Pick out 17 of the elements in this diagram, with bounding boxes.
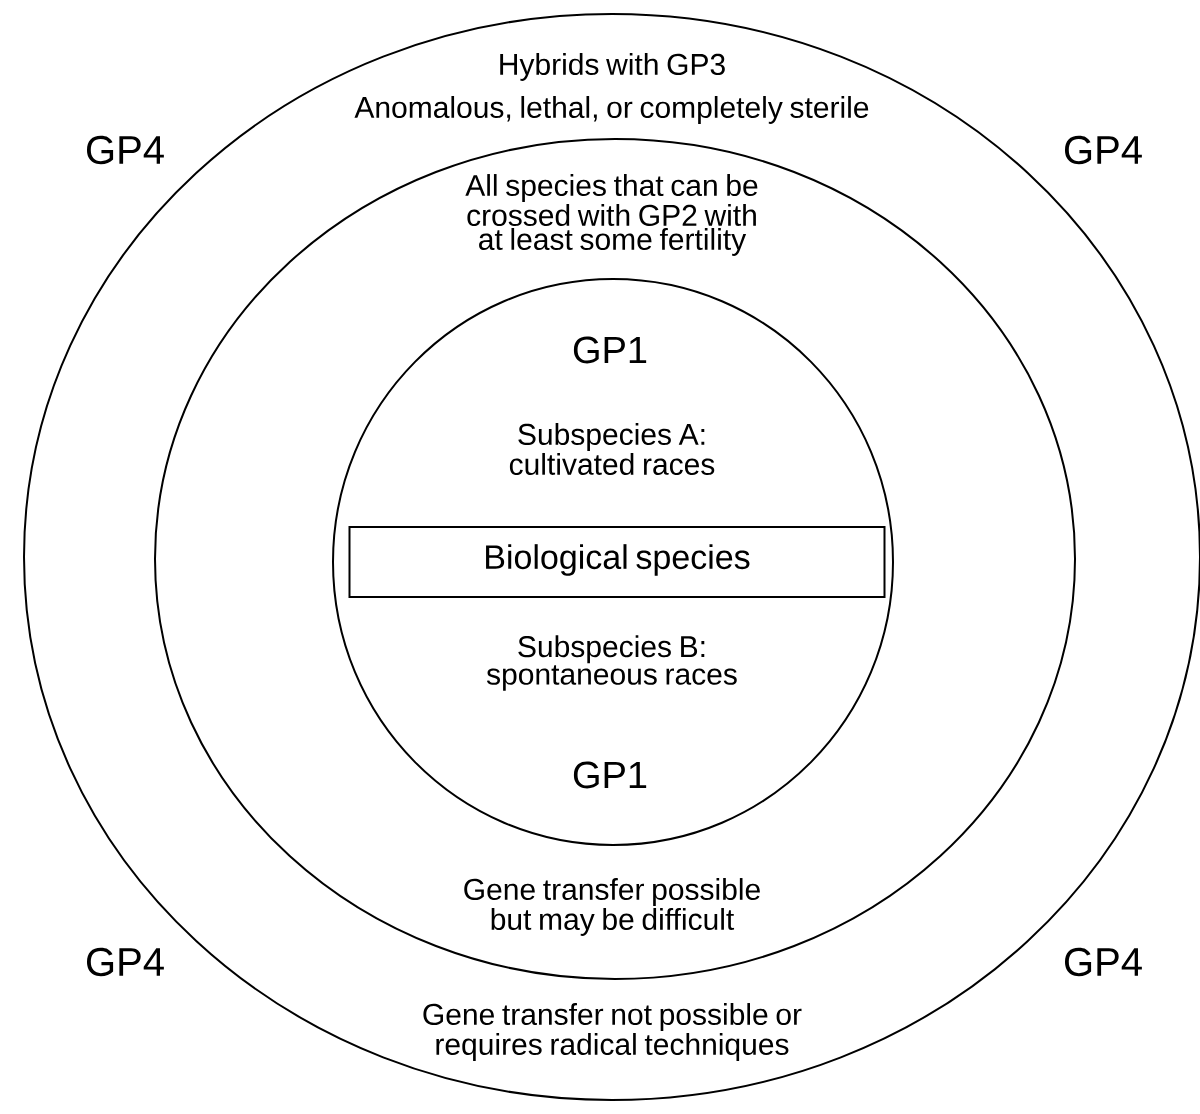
node-text: GP1 (573, 336, 647, 364)
zone-label: GP4 (1065, 947, 1142, 977)
node-text: Hybrids with GP3 (500, 53, 725, 81)
node-text: Gene transfer not possible or requires radical techniques (423, 1003, 802, 1061)
node-text: Biological species (486, 544, 750, 576)
species-box (348, 526, 886, 598)
node-text: All species that can be crossed with GP2 with at least some fertility (465, 174, 758, 256)
zone-label: GP4 (87, 135, 164, 165)
node-text: Gene transfer possible but may be difficult (464, 878, 760, 936)
node-text: GP1 (573, 761, 647, 789)
node-text: Anomalous, lethal, or completely sterile (354, 96, 869, 124)
node-text: Subspecies A: cultivated races (509, 423, 715, 475)
node-text: Subspecies B: spontaneous races (486, 635, 737, 691)
zone-label: GP4 (87, 947, 164, 977)
ring-ellipse (23, 13, 1200, 1101)
zone-label: GP4 (1065, 135, 1142, 165)
ring-ellipse (332, 278, 894, 846)
